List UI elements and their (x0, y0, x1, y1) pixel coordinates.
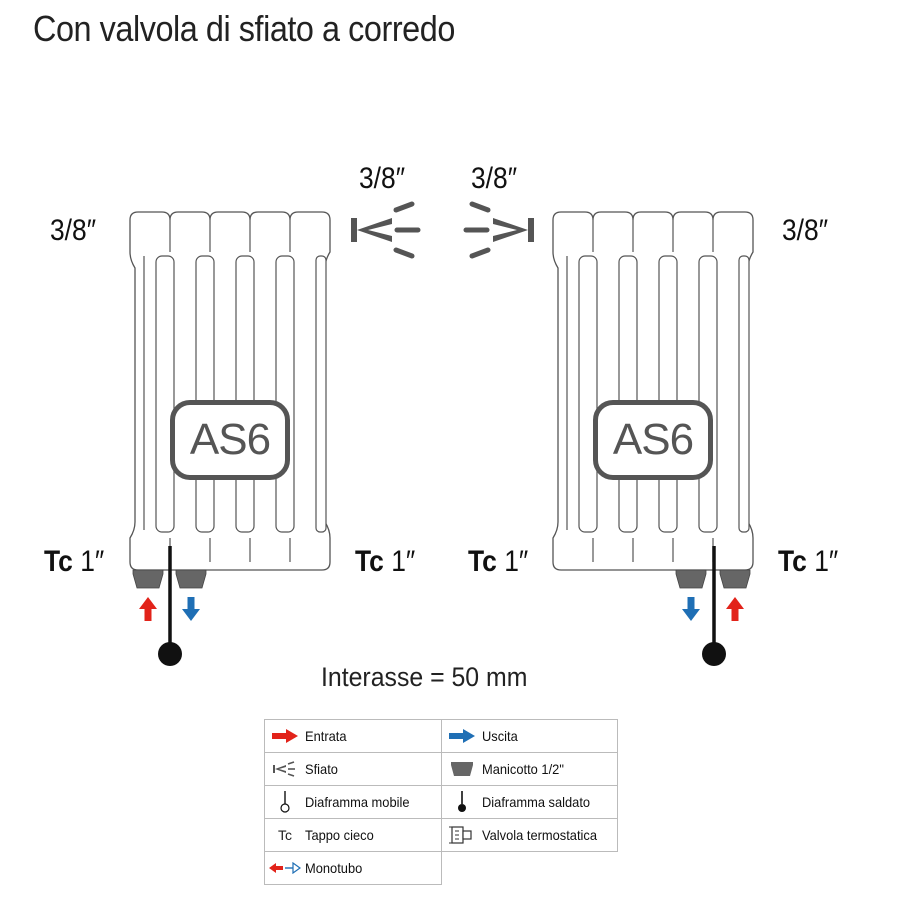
legend-item-entrata: Entrata (265, 720, 441, 752)
legend-item-monotubo: Monotubo (265, 852, 441, 884)
radiator-right (552, 211, 754, 666)
blue-arrow-icon (442, 729, 482, 743)
sleeve-right-outlet (675, 569, 707, 589)
tc-label-left-inner: Tc 1″ (355, 545, 416, 578)
interasse-label: Interasse = 50 mm (321, 662, 528, 692)
sleeve-icon (442, 762, 482, 776)
inlet-arrow-left (139, 597, 157, 621)
welded-diaphragm-left (158, 642, 182, 666)
legend-table: Entrata Uscita Sfiato Manicotto 1/2" Dia… (264, 719, 618, 885)
sleeve-right-inlet (719, 569, 751, 589)
welded-diaphragm-icon (442, 791, 482, 813)
legend-item-manicotto: Manicotto 1/2" (442, 753, 617, 785)
vent-icon (265, 760, 305, 778)
legend-item-sfiato: Sfiato (265, 753, 441, 785)
red-arrow-icon (265, 729, 305, 743)
legend-item-diaframma-saldato: Diaframma saldato (442, 786, 617, 818)
model-badge-right: AS6 (593, 400, 713, 480)
radiator-left (129, 211, 331, 666)
vent-icon-right (463, 201, 534, 259)
left-top-size-label: 3/8″ (50, 214, 97, 247)
legend-item-diaframma-mobile: Diaframma mobile (265, 786, 441, 818)
thermostatic-valve-icon (442, 825, 482, 845)
right-top-size-label: 3/8″ (782, 214, 829, 247)
tc-label-right-inner: Tc 1″ (468, 545, 529, 578)
legend-item-uscita: Uscita (442, 720, 617, 752)
vent-icon-left (351, 201, 421, 259)
welded-diaphragm-right (702, 642, 726, 666)
vent-left-size-label: 3/8″ (359, 162, 406, 195)
outlet-arrow-right (682, 597, 700, 621)
vent-right-size-label: 3/8″ (471, 162, 518, 195)
inlet-arrow-right (726, 597, 744, 621)
model-badge-left: AS6 (170, 400, 290, 480)
legend-item-tappo-cieco: Tc Tappo cieco (265, 819, 441, 851)
tc-label-right-outer: Tc 1″ (778, 545, 839, 578)
tc-label-left-outer: Tc 1″ (44, 545, 105, 578)
monotube-icon (265, 862, 305, 874)
legend-item-valvola-termostatica: Valvola termostatica (442, 819, 617, 851)
blind-cap-icon: Tc (278, 827, 292, 843)
sleeve-left-outlet (175, 569, 207, 589)
sleeve-left-inlet (132, 569, 164, 589)
page-title: Con valvola di sfiato a corredo (33, 8, 455, 49)
open-diaphragm-icon (265, 791, 305, 813)
outlet-arrow-left (182, 597, 200, 621)
